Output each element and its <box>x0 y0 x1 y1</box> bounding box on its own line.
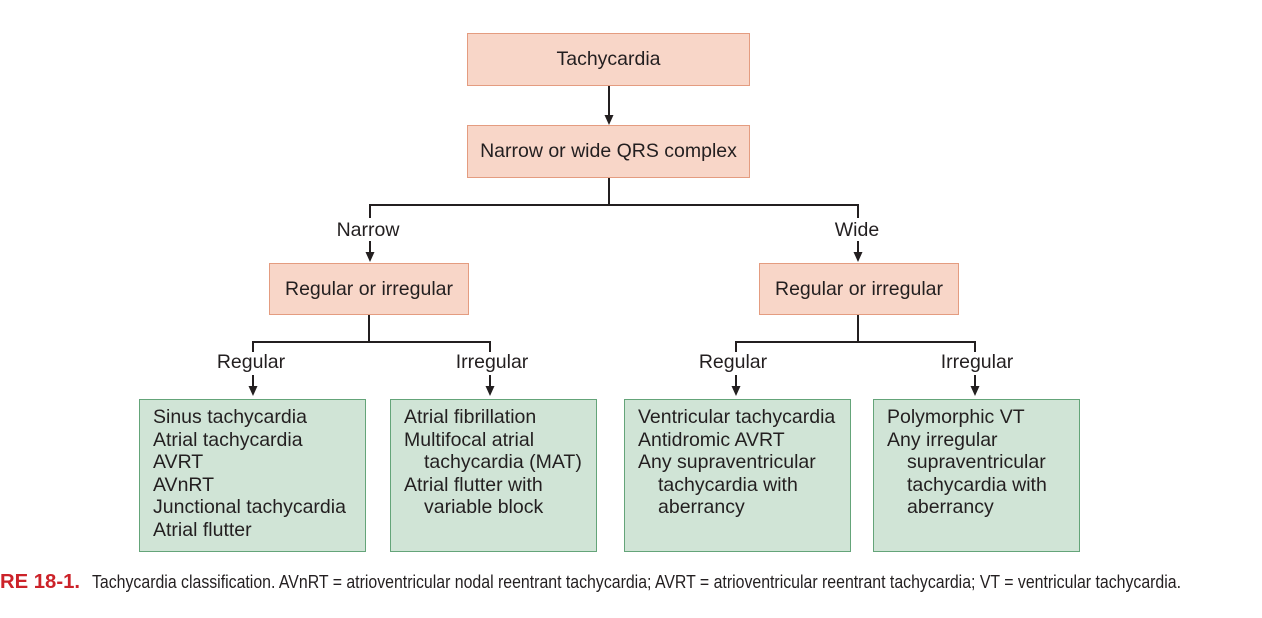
branch-label-wide: Wide <box>834 219 880 241</box>
entry-continuation-line: tachycardia with <box>907 473 1047 496</box>
connector-wide-split <box>735 341 976 352</box>
entry-antidromic-avrt: Antidromic AVRT <box>638 428 785 451</box>
arrowhead-wide-irregular <box>970 386 980 396</box>
entry-continuation-line: aberrancy <box>658 496 745 519</box>
entry-atrial-flutter-variable-block: Atrial flutter with variable block <box>404 474 588 519</box>
node-tachycardia-label: Tachycardia <box>556 48 661 70</box>
entry-multifocal-atrial-tachycardia: Multifocal atrial tachycardia (MAT) <box>404 429 588 474</box>
node-qrs-width: Narrow or wide QRS complex <box>467 125 750 178</box>
entry-atrial-flutter: Atrial flutter <box>153 518 252 541</box>
node-tachycardia: Tachycardia <box>467 33 750 86</box>
branch-label-narrow-irregular: Irregular <box>455 351 529 373</box>
entry-atrial-fibrillation: Atrial fibrillation <box>404 406 537 428</box>
node-wide-rhythm-label: Regular or irregular <box>775 277 943 300</box>
entry-sinus-tachycardia: Sinus tachycardia <box>153 406 307 428</box>
entry-ventricular-tachycardia: Ventricular tachycardia <box>638 406 836 428</box>
caption-text: Tachycardia classification. AVnRT = atri… <box>92 572 1181 592</box>
entry-avrt: AVRT <box>153 451 204 474</box>
entry-continuation-line: tachycardia (MAT) <box>424 451 582 474</box>
arrowhead-narrow <box>365 252 375 262</box>
branch-label-wide-regular: Regular <box>698 351 768 373</box>
node-qrs-width-label: Narrow or wide QRS complex <box>480 140 737 162</box>
branch-label-narrow: Narrow <box>336 219 400 241</box>
entry-polymorphic-vt: Polymorphic VT <box>887 406 1025 428</box>
figure-caption: RE 18-1. Tachycardia classification. AVn… <box>0 571 1181 593</box>
outcome-narrow-regular: Sinus tachycardia Atrial tachycardia AVR… <box>139 399 366 552</box>
node-wide-rhythm: Regular or irregular <box>759 263 959 315</box>
arrowhead-qrs <box>604 115 614 125</box>
entry-continuation-line: aberrancy <box>907 496 994 519</box>
entry-line: Any supraventricular <box>638 451 816 474</box>
entry-junctional-tachycardia: Junctional tachycardia <box>153 496 346 519</box>
entry-svt-with-aberrancy: Any supraventricular tachycardia with ab… <box>638 451 842 519</box>
node-narrow-rhythm-label: Regular or irregular <box>285 277 453 300</box>
entry-continuation-line: supraventricular <box>907 451 1046 474</box>
branch-label-narrow-regular: Regular <box>216 351 286 373</box>
entry-avnrt: AVnRT <box>153 473 215 496</box>
entry-atrial-tachycardia: Atrial tachycardia <box>153 428 303 451</box>
outcome-wide-irregular: Polymorphic VT Any irregular supraventri… <box>873 399 1080 552</box>
connector-qrs-split <box>369 204 859 218</box>
entry-line: Multifocal atrial <box>404 428 535 451</box>
arrowhead-narrow-regular <box>248 386 258 396</box>
outcome-narrow-irregular: Atrial fibrillation Multifocal atrial ta… <box>390 399 597 552</box>
entry-continuation-line: variable block <box>424 496 544 519</box>
outcome-wide-regular: Ventricular tachycardia Antidromic AVRT … <box>624 399 851 552</box>
node-narrow-rhythm: Regular or irregular <box>269 263 469 315</box>
entry-irregular-svt-with-aberrancy: Any irregular supraventricular tachycard… <box>887 429 1071 519</box>
arrowhead-wide-regular <box>731 386 741 396</box>
entry-line: Atrial flutter with <box>404 473 543 496</box>
entry-continuation-line: tachycardia with <box>658 473 798 496</box>
arrowhead-narrow-irregular <box>485 386 495 396</box>
connector-narrow-split <box>252 341 491 352</box>
arrowhead-wide <box>853 252 863 262</box>
figure-number: RE 18-1. <box>0 571 80 593</box>
branch-label-wide-irregular: Irregular <box>940 351 1014 373</box>
entry-line: Any irregular <box>887 428 998 451</box>
